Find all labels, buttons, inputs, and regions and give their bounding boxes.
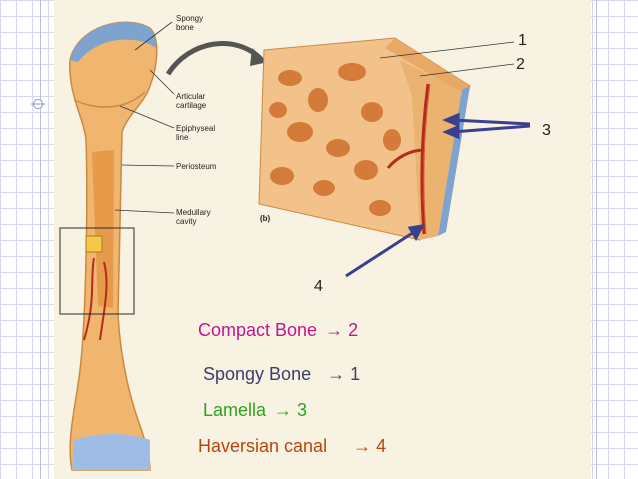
key-spongy-bone: Spongy Bone → 1 [203,364,360,385]
margin-line-right [596,0,597,479]
key-term: Haversian canal [198,436,328,456]
key-arrow: → 2 [325,320,359,340]
long-bone-illustration [59,21,158,471]
margin-line-left [40,0,41,479]
number-2: 2 [516,56,525,73]
key-lamella: Lamella → 3 [203,400,307,421]
label-periosteum: Periosteum [176,162,217,171]
key-haversian-canal: Haversian canal → 4 [198,436,386,457]
label-articular-cartilage: Articular cartilage [176,92,207,110]
magnified-bone-section [258,37,471,241]
key-term: Spongy Bone [203,364,312,384]
key-arrow: → 1 [327,364,361,384]
key-arrow: → 4 [353,436,387,456]
label-panel-b: (b) [260,214,271,223]
binder-hole-icon [31,99,45,109]
key-compact-bone: Compact Bone → 2 [198,320,358,341]
pointer-arrows [345,112,531,278]
key-term: Lamella [203,400,267,420]
key-term: Compact Bone [198,320,318,340]
key-arrow: → 3 [274,400,308,420]
label-medullary-cavity: Medullary cavity [176,208,211,226]
number-1: 1 [518,32,527,49]
number-3: 3 [542,122,551,139]
label-spongy-bone: Spongy bone [176,14,204,32]
number-4: 4 [314,278,323,295]
label-epiphyseal-line: Epiphyseal line [176,124,216,142]
